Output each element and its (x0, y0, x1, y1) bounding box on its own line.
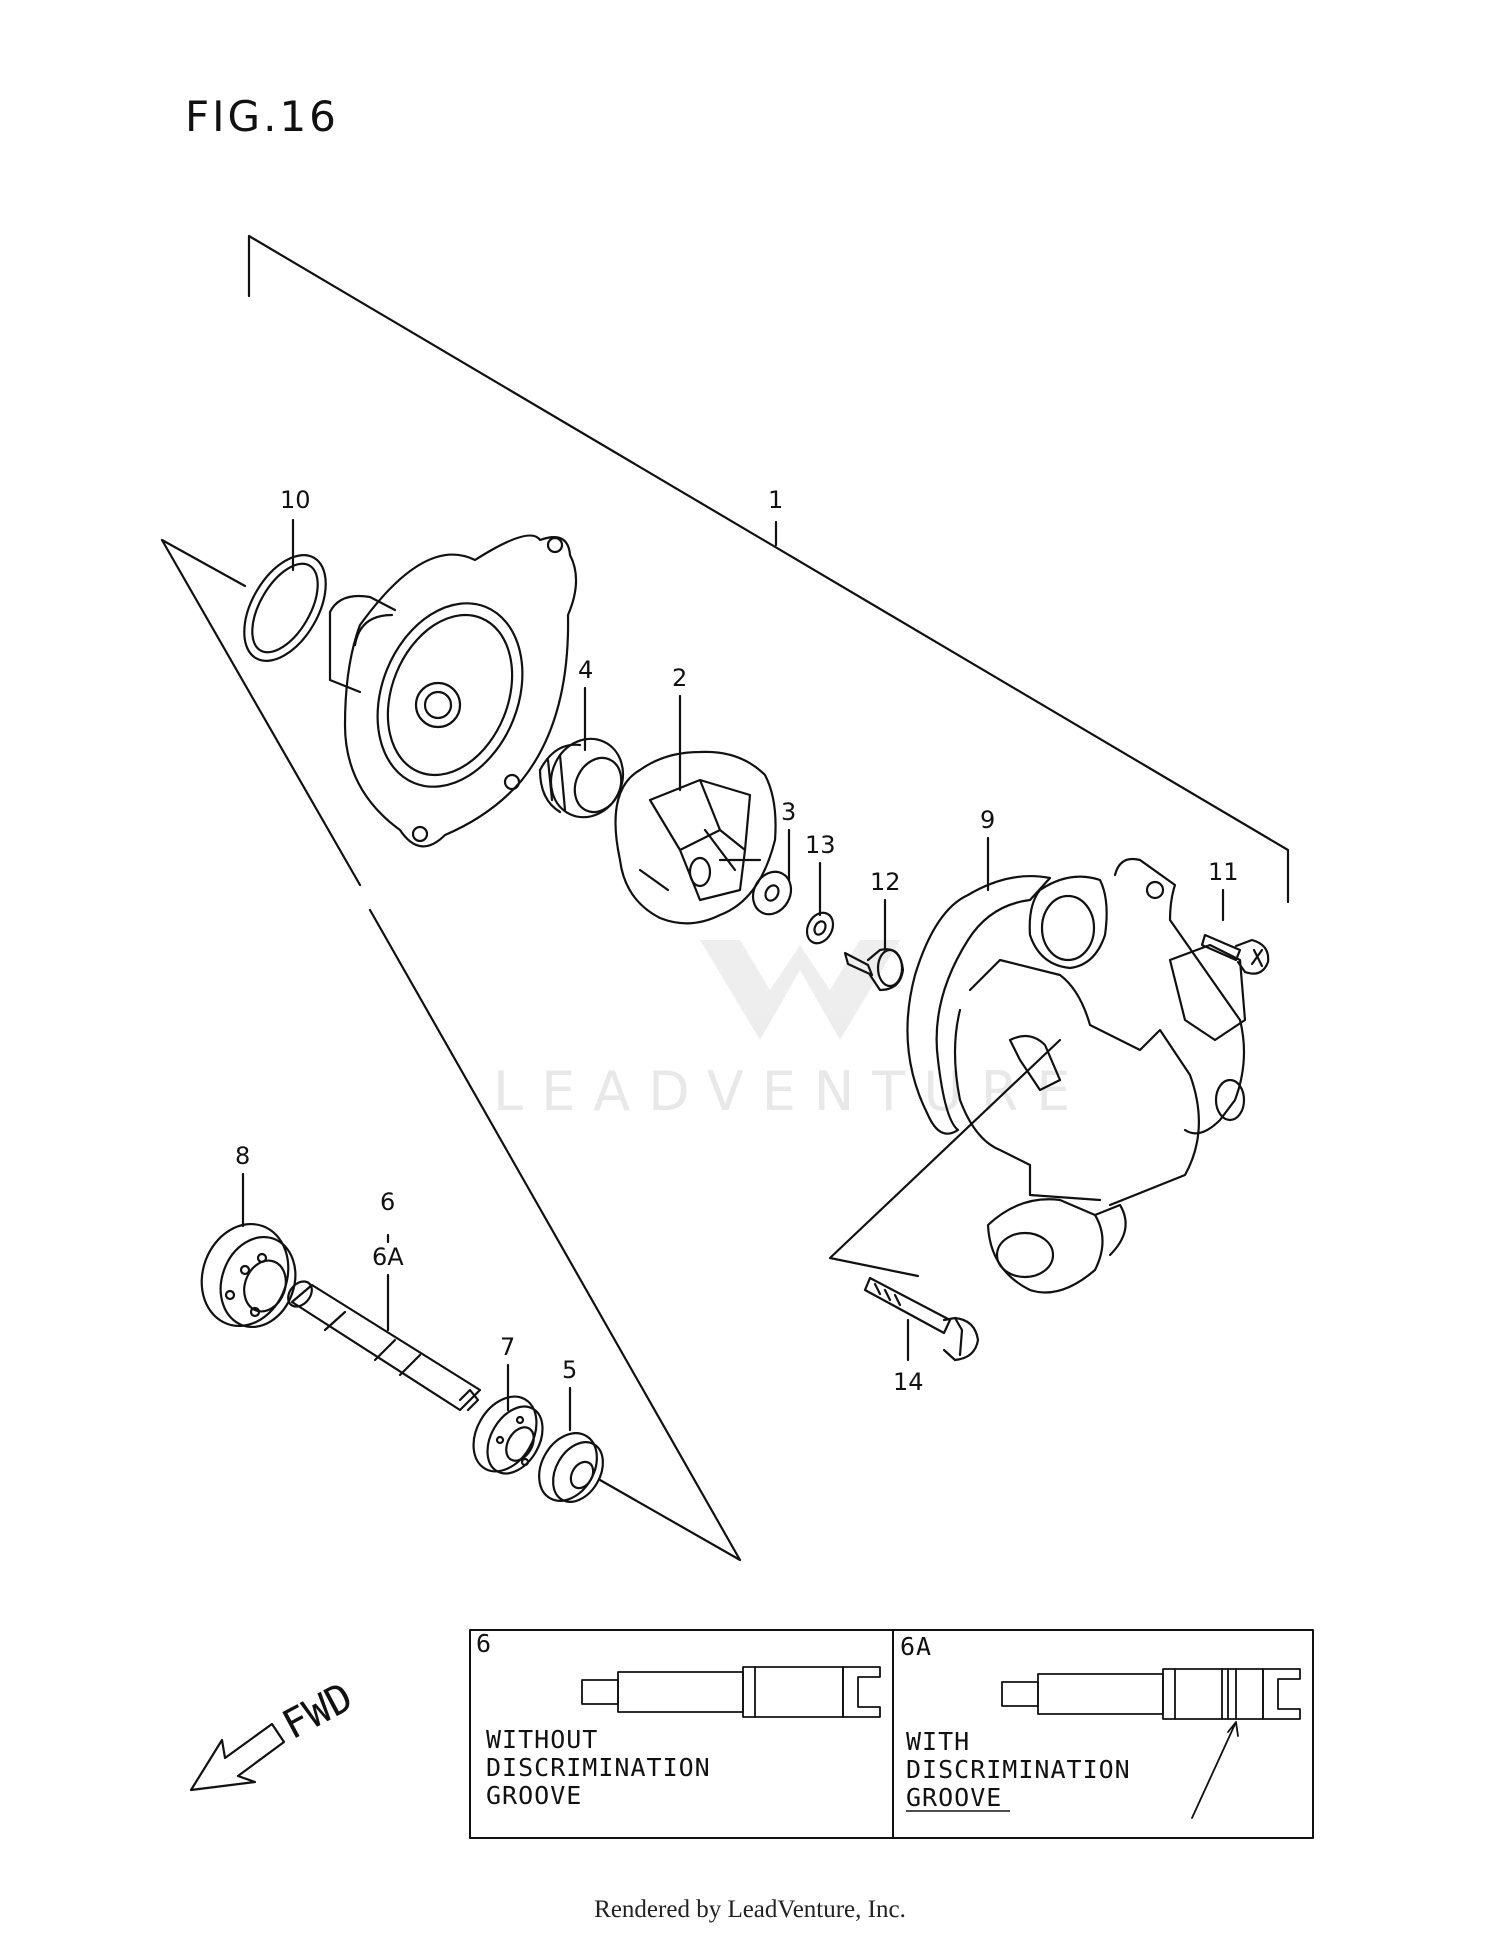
callout-9: 9 (980, 806, 995, 834)
part-12-bolt (843, 948, 905, 992)
variant-6-line3: GROOVE (486, 1781, 582, 1810)
watermark-text: LEADVENTURE (493, 1060, 1088, 1123)
shaft-illustration-6 (581, 1666, 881, 1718)
shaft-illustration-6a (1001, 1668, 1301, 1819)
callout-14: 14 (893, 1368, 924, 1396)
callout-labels: 10 1 4 2 3 13 12 9 11 8 6 6A 7 5 14 (235, 486, 1239, 1396)
part-pump-case (953, 857, 1247, 1294)
variant-6-code: 6 (476, 1629, 492, 1658)
figure-title: FIG.16 (185, 92, 339, 141)
callout-4: 4 (578, 656, 593, 684)
part-5-oil-seal (538, 1432, 604, 1503)
callout-8: 8 (235, 1142, 250, 1170)
callout-1: 1 (768, 486, 783, 514)
callout-13: 13 (805, 831, 836, 859)
part-13-washer (805, 911, 835, 945)
callout-6: 6 (380, 1188, 395, 1216)
part-4-mechanical-seal (538, 737, 625, 819)
variant-6a-text: 6A WITH DISCRIMINATION GROOVE (900, 1632, 1131, 1812)
callout-3: 3 (781, 798, 796, 826)
variant-6a-line3: GROOVE (906, 1783, 1002, 1812)
leader-lines (241, 518, 1225, 1432)
part-6-shaft (287, 1280, 482, 1412)
watermark-logo (700, 940, 900, 1040)
part-3-washer (751, 870, 793, 916)
part-10-o-ring (243, 554, 327, 662)
forward-arrow-icon (189, 1722, 286, 1792)
part-1-pump-cover (328, 534, 578, 848)
variant-6-line1: WITHOUT (486, 1725, 598, 1754)
fwd-label: FWD (275, 1674, 360, 1749)
variant-6-line2: DISCRIMINATION (486, 1753, 711, 1782)
part-11-screw (1200, 933, 1270, 975)
watermark: LEADVENTURE (493, 940, 1088, 1123)
part-2-impeller (614, 750, 777, 925)
variant-6a-line1: WITH (906, 1727, 970, 1756)
callout-10: 10 (280, 486, 311, 514)
part-9-gasket (906, 875, 1052, 1135)
part-8-bearing (200, 1222, 297, 1329)
part-14-bolt (863, 1276, 980, 1362)
variant-6-text: 6 WITHOUT DISCRIMINATION GROOVE (476, 1629, 711, 1810)
callout-12: 12 (870, 868, 901, 896)
part-7-bearing (472, 1395, 544, 1475)
variant-6a-code: 6A (900, 1632, 932, 1661)
variant-6a-line2: DISCRIMINATION (906, 1755, 1131, 1784)
assembly-bracket (247, 234, 1290, 904)
footer-credit: Rendered by LeadVenture, Inc. (594, 1896, 906, 1923)
callout-6a: 6A (372, 1243, 404, 1271)
group-line-right (828, 1038, 1062, 1278)
callout-11: 11 (1208, 858, 1239, 886)
group-line-left (160, 538, 742, 1562)
callout-2: 2 (672, 664, 687, 692)
groove-pointer (1191, 1721, 1239, 1819)
callout-5: 5 (562, 1356, 577, 1384)
variant-box (469, 1629, 1314, 1839)
callout-7: 7 (500, 1333, 515, 1361)
